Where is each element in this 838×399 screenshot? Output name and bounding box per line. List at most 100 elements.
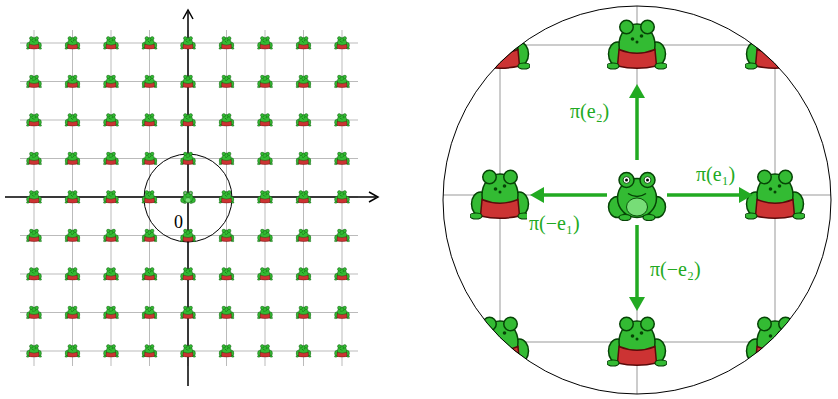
frog-icon <box>745 317 805 366</box>
frog-icon <box>470 170 530 219</box>
frog-icon <box>219 268 235 281</box>
frog-icon <box>296 345 312 358</box>
frog-icon <box>181 191 196 203</box>
frog-icon <box>142 345 158 358</box>
frog-icon <box>180 268 196 281</box>
frog-icon <box>142 152 158 165</box>
frog-icon <box>334 37 350 50</box>
frog-icon <box>334 345 350 358</box>
frog-icon <box>103 75 119 88</box>
zoom-circle <box>443 6 831 394</box>
frog-icon <box>607 317 667 366</box>
frog-icon <box>219 75 235 88</box>
frog-icon <box>103 268 119 281</box>
frog-icon <box>180 114 196 127</box>
frog-icon <box>219 191 235 204</box>
frog-icon <box>26 114 42 127</box>
frog-icon <box>103 114 119 127</box>
frog-icon <box>219 152 235 165</box>
frog-icon <box>142 37 158 50</box>
frog-icon <box>219 37 235 50</box>
frog-icon <box>180 345 196 358</box>
frog-icon <box>609 173 666 221</box>
vector-label: π(−e₂) <box>648 258 703 280</box>
frog-icon <box>103 191 119 204</box>
frog-icon <box>745 20 805 69</box>
frog-icon <box>296 268 312 281</box>
frog-icon <box>470 317 530 366</box>
frog-icon <box>103 306 119 319</box>
frog-icon <box>296 75 312 88</box>
frog-icon <box>65 37 81 50</box>
frog-icon <box>142 75 158 88</box>
neighbourhood-circle <box>144 154 232 242</box>
frog-icon <box>334 75 350 88</box>
frog-icon <box>180 37 196 50</box>
vector-label: π(−e₁) <box>527 212 582 234</box>
frog-icon <box>26 75 42 88</box>
frog-icon <box>334 229 350 242</box>
frog-icon <box>142 229 158 242</box>
frog-icon <box>142 191 158 204</box>
frog-icon <box>257 152 273 165</box>
vector-arrows <box>530 84 753 311</box>
frog-icon <box>103 229 119 242</box>
frog-icon <box>257 229 273 242</box>
frog-icon <box>296 37 312 50</box>
frog-icon <box>296 114 312 127</box>
frog-icon <box>26 345 42 358</box>
frog-icon <box>257 75 273 88</box>
frog-icon <box>65 345 81 358</box>
vector-label: π(e₂) <box>568 100 611 122</box>
frog-icon <box>65 114 81 127</box>
frog-icon <box>103 152 119 165</box>
frog-icon <box>142 268 158 281</box>
frog-icon <box>26 37 42 50</box>
frog-icon <box>257 114 273 127</box>
frog-icon <box>180 75 196 88</box>
frog-icon <box>180 306 196 319</box>
frog-icon <box>26 191 42 204</box>
frog-icon <box>257 306 273 319</box>
frog-icon <box>219 114 235 127</box>
axes <box>5 10 378 386</box>
frog-icon <box>257 37 273 50</box>
frog-icon <box>26 268 42 281</box>
frog-icon <box>334 268 350 281</box>
frog-icon <box>257 268 273 281</box>
frog-icon <box>296 306 312 319</box>
frog-icon <box>26 306 42 319</box>
frog-icon <box>26 152 42 165</box>
frog-icon <box>607 20 667 69</box>
origin-label: 0 <box>172 212 185 232</box>
frog-icon <box>26 229 42 242</box>
frog-icon <box>219 306 235 319</box>
frog-icon <box>65 191 81 204</box>
frog-icon <box>334 152 350 165</box>
frog-icon <box>257 345 273 358</box>
lattice-grid <box>20 30 358 366</box>
frog-icon <box>142 306 158 319</box>
frog-icon <box>65 75 81 88</box>
frog-icon <box>180 152 196 165</box>
frog-icon <box>296 152 312 165</box>
frog-icon <box>334 114 350 127</box>
frog-icon <box>103 37 119 50</box>
zoomed-view <box>430 0 838 399</box>
lattice-frogs <box>26 37 350 358</box>
frog-icon <box>257 191 273 204</box>
frog-icon <box>334 306 350 319</box>
frog-icon <box>745 170 805 219</box>
frog-icon <box>296 191 312 204</box>
vector-label: π(e₁) <box>694 163 737 185</box>
frog-icon <box>65 152 81 165</box>
frog-icon <box>334 191 350 204</box>
frog-icon <box>65 268 81 281</box>
frog-icon <box>65 306 81 319</box>
frog-icon <box>219 229 235 242</box>
frog-icon <box>103 345 119 358</box>
frog-icon <box>219 345 235 358</box>
frog-icon <box>65 229 81 242</box>
frog-icon <box>296 229 312 242</box>
